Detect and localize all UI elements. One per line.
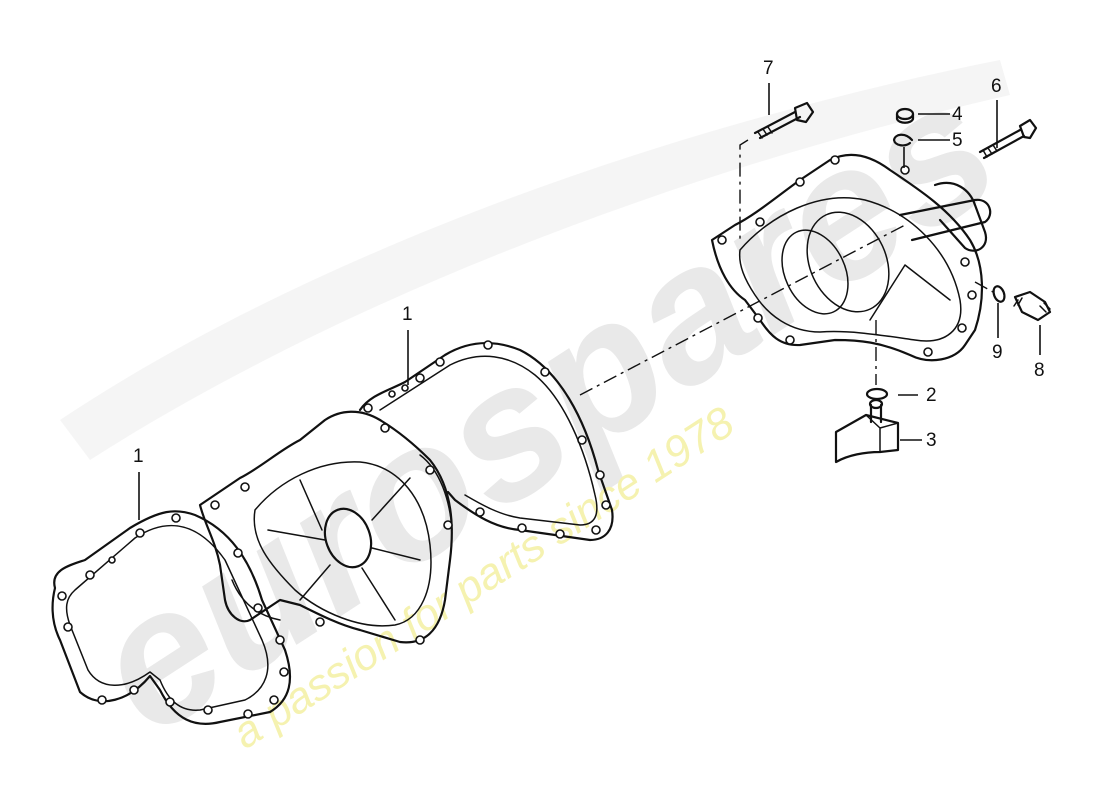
callouts: 1 1 2 3 4 5 6 7 8 9 <box>133 58 1045 467</box>
callout-8-screw-plug: 8 <box>1034 360 1045 381</box>
watermark-swoosh <box>60 60 1010 460</box>
o-ring-2 <box>865 387 889 401</box>
assembly-axis-line <box>579 224 906 396</box>
housing-bore <box>323 507 373 569</box>
watermark: eurospares a passion for parts since 197… <box>57 39 1032 775</box>
transmission-housing <box>710 153 992 362</box>
gasket-left <box>51 510 292 725</box>
screw-plug-8 <box>1013 290 1052 322</box>
gasket-left-holes <box>57 513 289 719</box>
callout-5-lock-washer: 5 <box>952 130 963 151</box>
seal-ring-9 <box>992 285 1006 303</box>
callout-6-long-bolt: 6 <box>991 76 1002 97</box>
intermediate-housing <box>198 410 453 645</box>
bolt-6 <box>978 118 1038 160</box>
callout-1-left-gasket: 1 <box>133 446 144 467</box>
housing-shaft <box>898 198 992 242</box>
watermark-logo: eurospares <box>57 39 1032 775</box>
callout-7-bolt: 7 <box>763 58 774 79</box>
mounting-bracket-3 <box>834 398 900 464</box>
gasket-middle <box>358 340 614 542</box>
callout-3-bracket: 3 <box>926 430 937 451</box>
callout-1-middle-gasket: 1 <box>402 304 413 325</box>
callout-9-seal-ring: 9 <box>992 342 1003 363</box>
bolt-7 <box>753 101 815 140</box>
leader-lines <box>138 83 1041 520</box>
callout-4-cap: 4 <box>952 104 963 125</box>
callout-2-o-ring: 2 <box>926 385 937 406</box>
housing-shaft-cover <box>933 181 988 252</box>
lock-washer-5 <box>892 133 914 147</box>
cap-4 <box>895 107 915 124</box>
